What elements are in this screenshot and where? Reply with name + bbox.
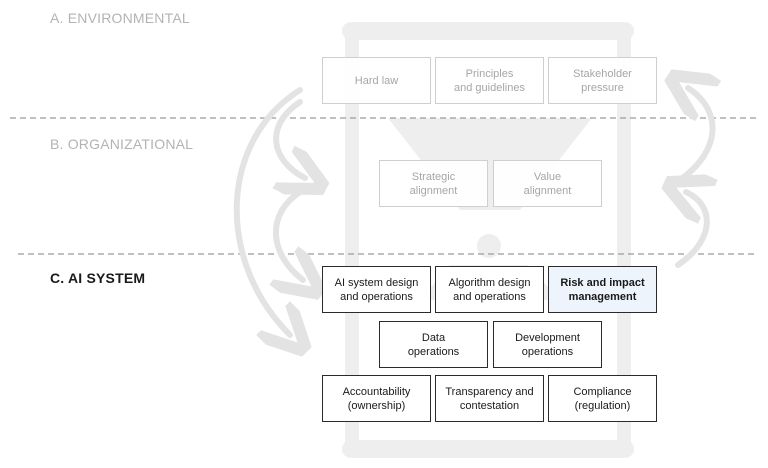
arrow-icon [276, 189, 303, 280]
arrow-icon [680, 88, 713, 183]
box-compliance: Compliance (regulation) [548, 375, 657, 422]
box-strategic: Strategic alignment [379, 160, 488, 207]
box-accountability: Accountability (ownership) [322, 375, 431, 422]
box-transparency: Transparency and contestation [435, 375, 544, 422]
box-data-ops: Data operations [379, 321, 488, 368]
box-risk: Risk and impact management [548, 266, 657, 313]
box-stakeholder: Stakeholder pressure [548, 57, 657, 104]
box-value: Value alignment [493, 160, 602, 207]
box-algorithm-design: Algorithm design and operations [435, 266, 544, 313]
layer-label-organizational: B. ORGANIZATIONAL [50, 136, 194, 152]
layer-label-ai-system: C. AI SYSTEM [50, 270, 146, 286]
arrow-icon [233, 87, 300, 335]
box-hard-law: Hard law [322, 57, 431, 104]
layer-label-environmental: A. ENVIRONMENTAL [50, 10, 190, 26]
box-principles: Principles and guidelines [435, 57, 544, 104]
box-dev-ops: Development operations [493, 321, 602, 368]
box-ai-design: AI system design and operations [322, 266, 431, 313]
arrow-icon [678, 192, 707, 268]
arrow-icon [276, 99, 305, 178]
